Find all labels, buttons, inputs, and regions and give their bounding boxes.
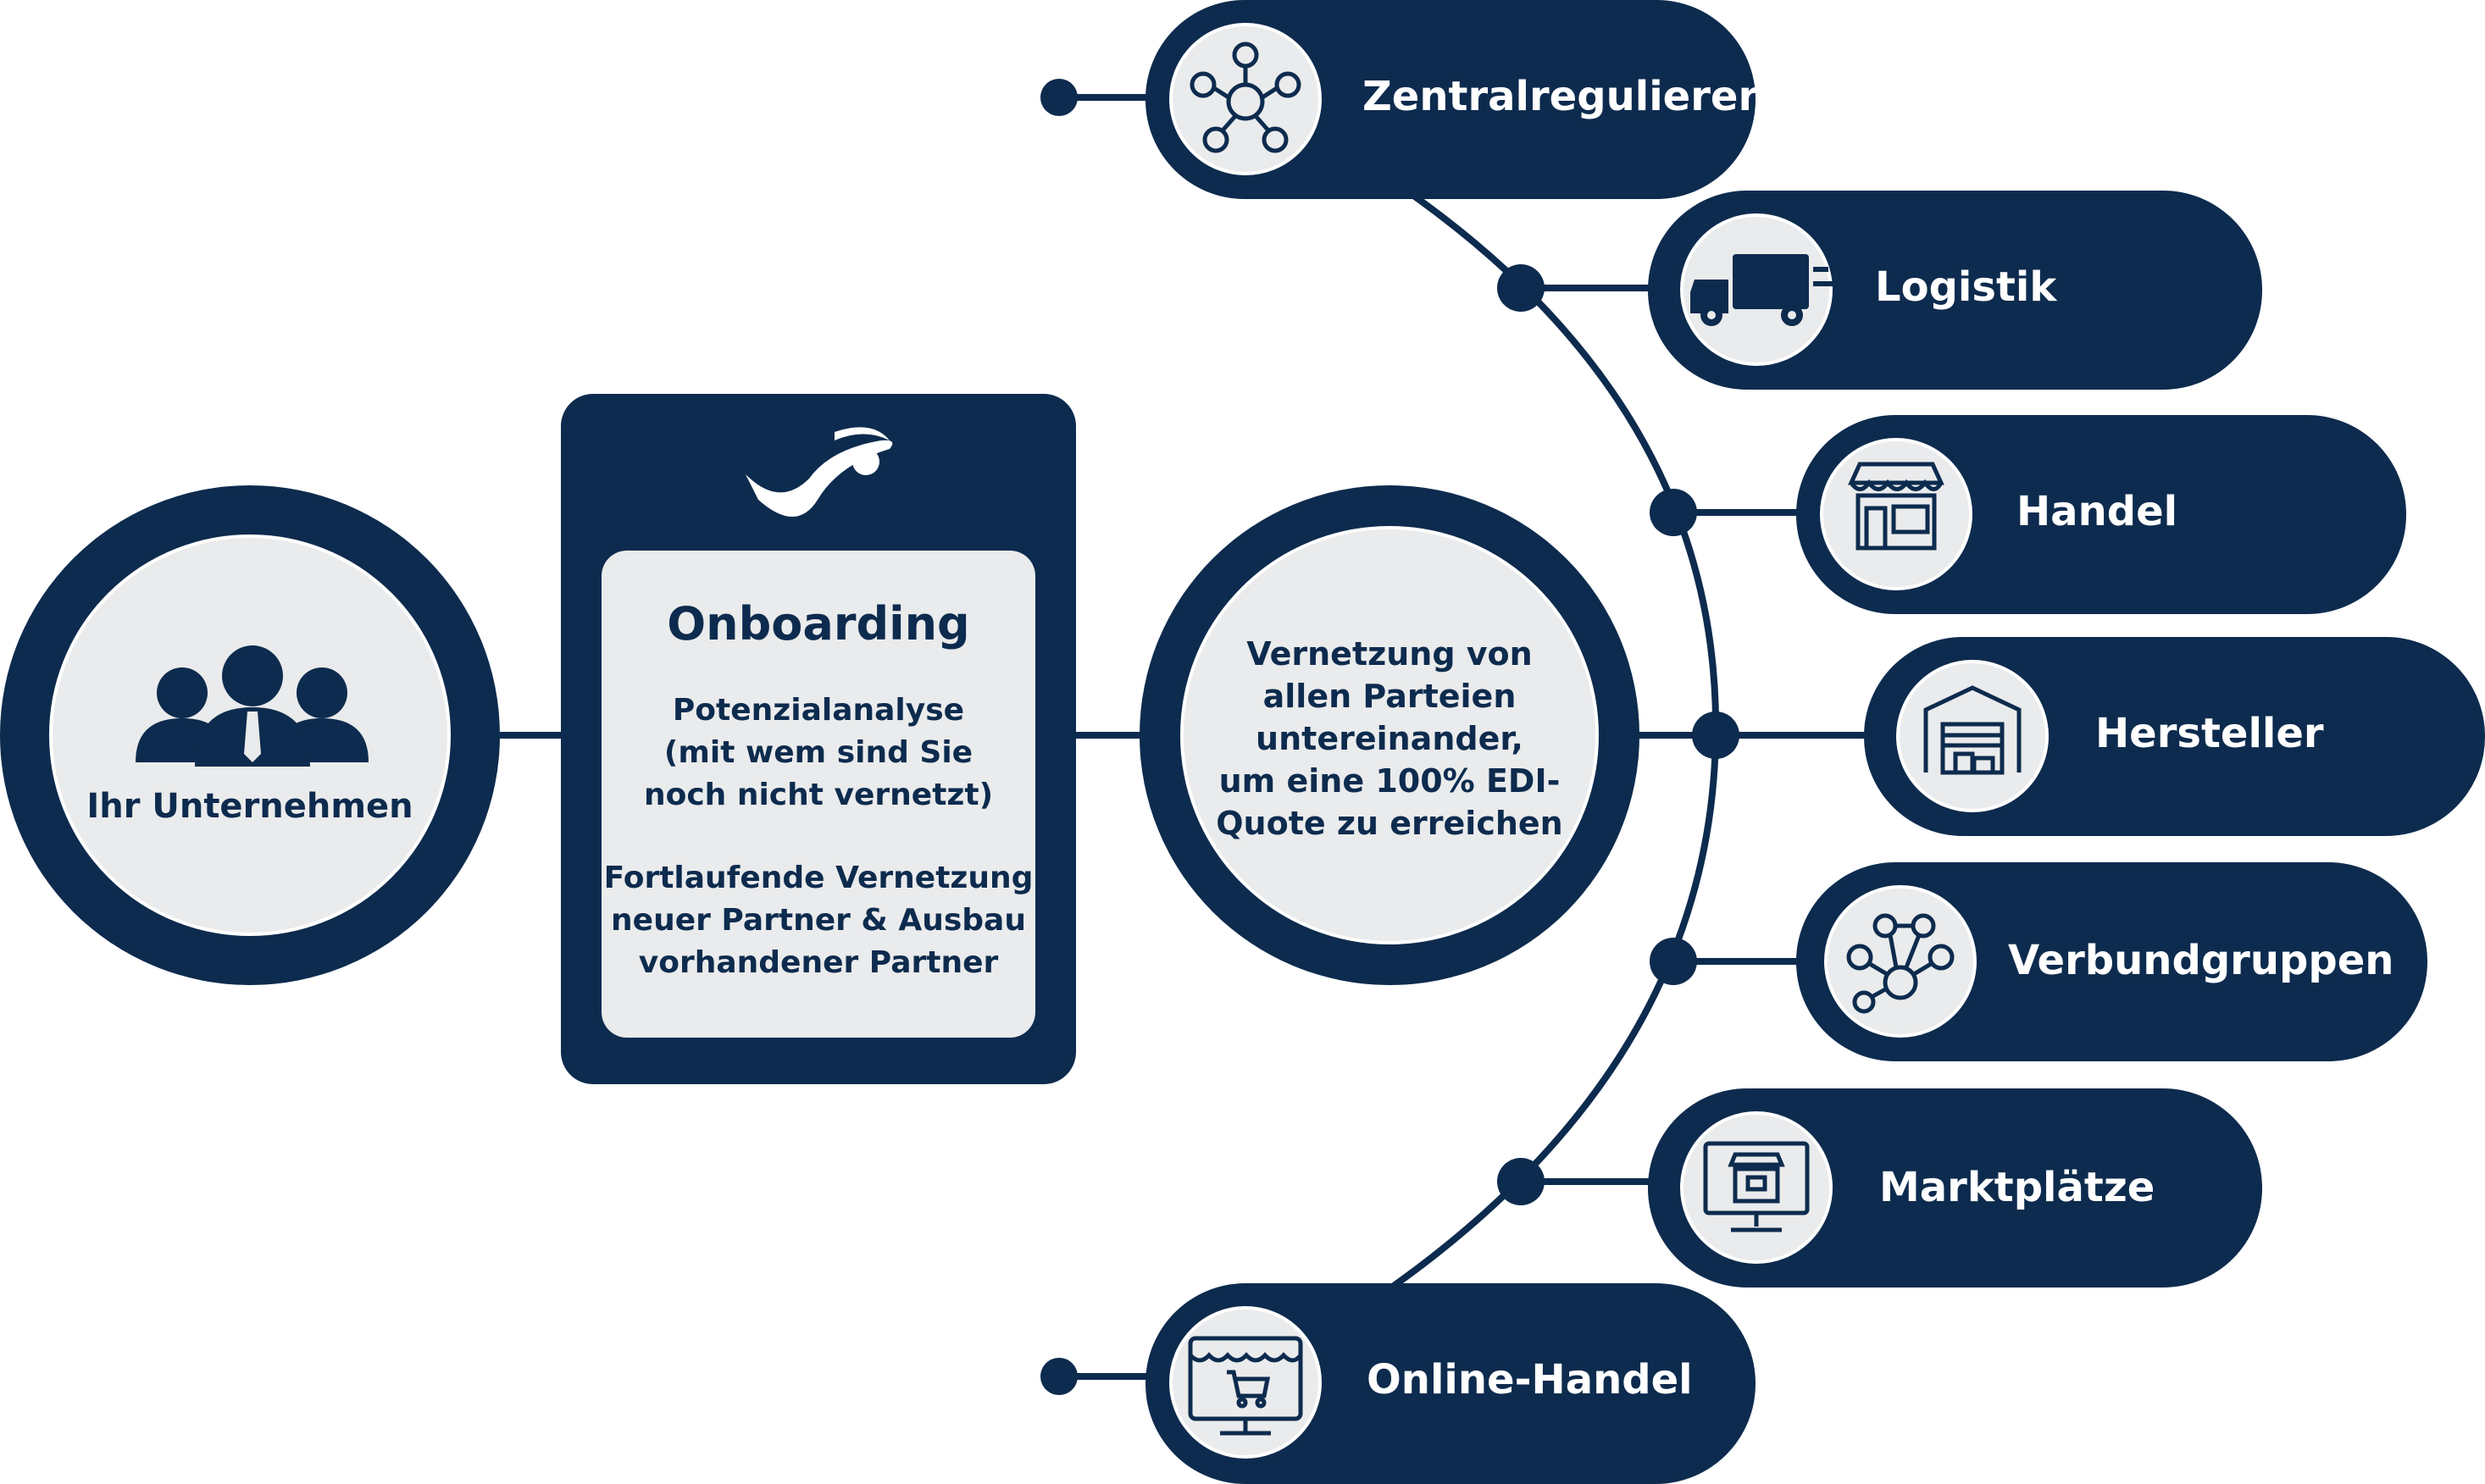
partner-label: Online-Handel xyxy=(1367,1356,1693,1404)
partner-label: Marktplätze xyxy=(1879,1164,2155,1211)
partner-label: Zentralregulierer xyxy=(1362,73,1758,120)
onboarding-title: Onboarding xyxy=(667,597,969,651)
onboarding-text-1-line: Potenzialanalyse xyxy=(673,693,964,728)
partner-verbundgruppen: Verbundgruppen xyxy=(1796,862,2427,1061)
partner-hersteller: Hersteller xyxy=(1864,637,2485,836)
group-network-icon xyxy=(1846,913,1955,1014)
partner-handel: Handel xyxy=(1796,415,2406,614)
onboarding-text-2-line: neuer Partner & Ausbau xyxy=(611,903,1026,938)
business-people-icon xyxy=(136,645,369,767)
swimmer-logo-icon xyxy=(746,427,893,517)
partner-zentralregulierer: Zentralregulierer xyxy=(1145,0,1758,199)
partner-label: Logistik xyxy=(1875,263,2057,311)
onboarding-text-1-line: (mit wem sind Sie xyxy=(664,735,973,770)
company-node: Ihr Unternehmen xyxy=(0,485,500,985)
partner-label: Handel xyxy=(2016,488,2177,535)
network-text-line: untereinander, xyxy=(1256,720,1523,757)
network-people-icon xyxy=(1190,42,1301,153)
network-node: Vernetzung von allen Parteien untereinan… xyxy=(1140,485,1639,985)
onboarding-panel: Onboarding Potenzialanalyse (mit wem sin… xyxy=(561,394,1076,1084)
network-text-line: um eine 100% EDI- xyxy=(1219,762,1561,800)
company-label: Ihr Unternehmen xyxy=(86,787,413,826)
onboarding-text-2-line: vorhandener Partner xyxy=(639,945,999,980)
network-text-line: Quote zu erreichen xyxy=(1216,805,1562,842)
partner-online-handel: Online-Handel xyxy=(1145,1283,1756,1484)
monitor-shop-icon xyxy=(1703,1141,1810,1232)
online-shop-cart-icon xyxy=(1188,1336,1303,1436)
partner-logistik: Logistik xyxy=(1648,191,2262,390)
onboarding-text-2: Fortlaufende Vernetzung neuer Partner & … xyxy=(604,861,1034,980)
storefront-icon xyxy=(1848,462,1944,551)
partner-marktplaetze: Marktplätze xyxy=(1648,1088,2262,1287)
partner-label: Hersteller xyxy=(2095,710,2324,757)
network-text-line: allen Parteien xyxy=(1263,678,1517,715)
partner-label: Verbundgruppen xyxy=(2008,937,2393,984)
onboarding-text-1-line: noch nicht vernetzt) xyxy=(644,778,993,812)
warehouse-icon xyxy=(1923,685,2022,775)
connector-dots xyxy=(1040,79,1739,1395)
network-text-line: Vernetzung von xyxy=(1246,635,1532,673)
onboarding-text-2-line: Fortlaufende Vernetzung xyxy=(604,861,1034,895)
onboarding-text-1: Potenzialanalyse (mit wem sind Sie noch … xyxy=(644,693,993,812)
truck-icon xyxy=(1690,254,1833,326)
